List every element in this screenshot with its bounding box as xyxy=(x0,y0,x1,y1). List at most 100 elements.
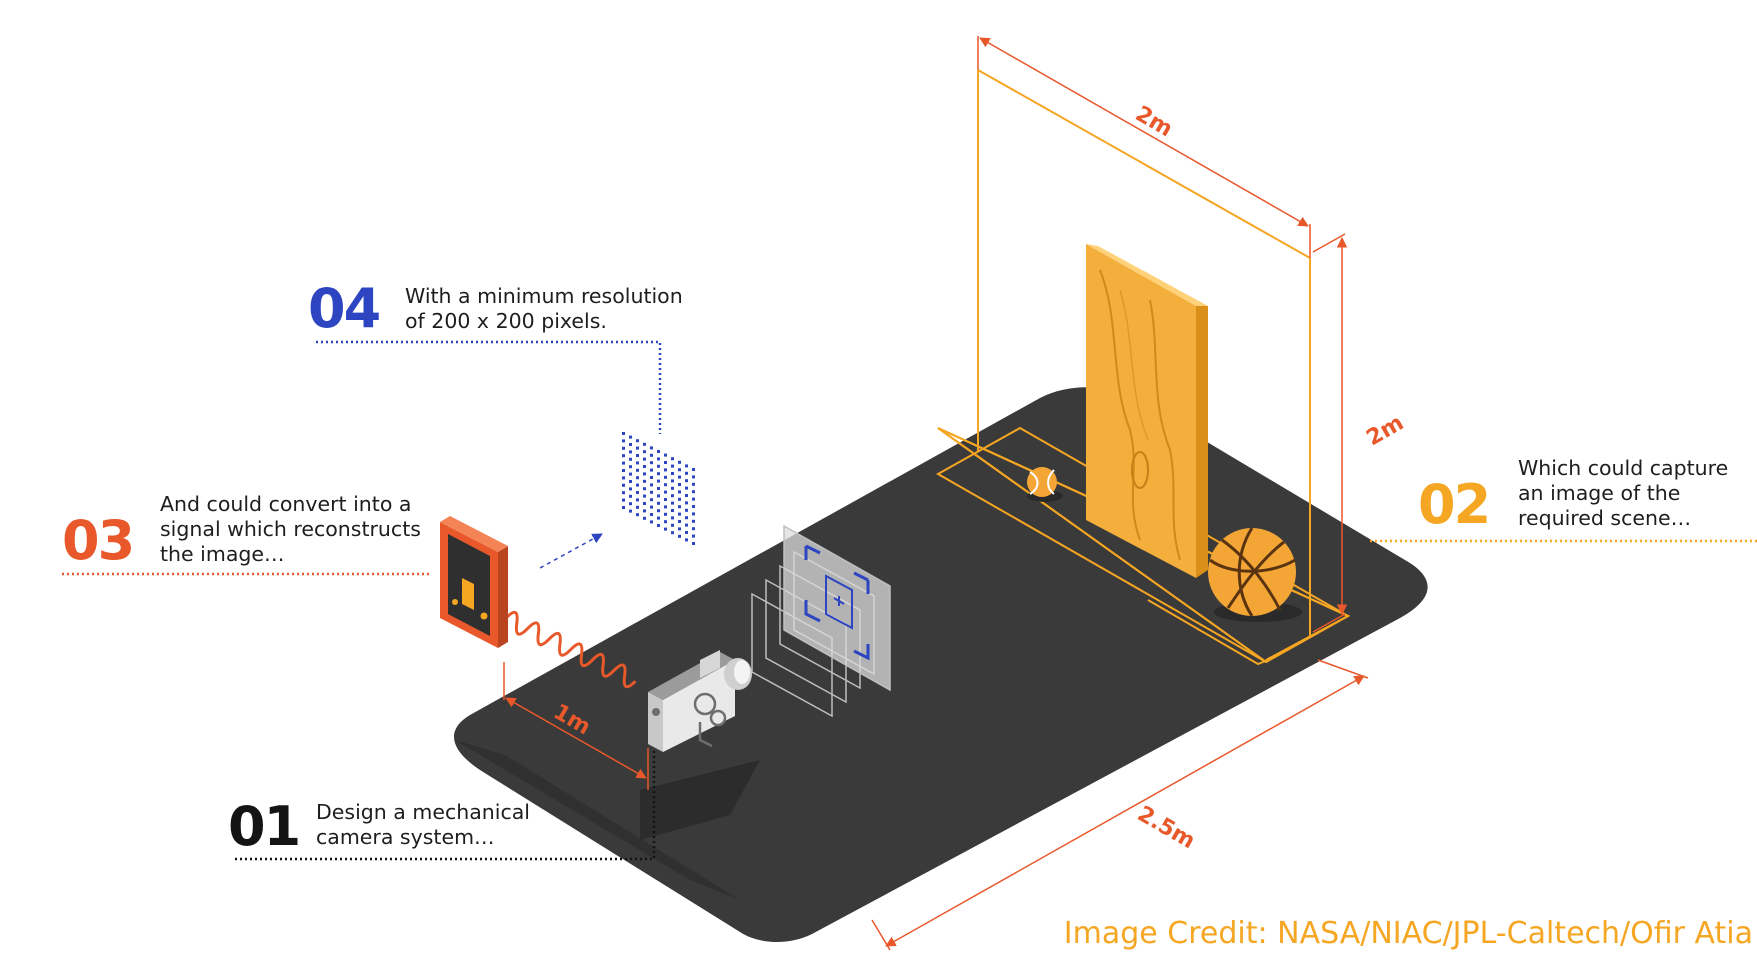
pixel-dot xyxy=(664,512,667,516)
pixel-dot xyxy=(678,497,681,501)
pixel-dot xyxy=(664,498,667,501)
leader-line-01 xyxy=(235,750,656,861)
step-03-number: 03 xyxy=(62,509,135,572)
pixel-dot xyxy=(692,482,695,486)
pixel-dot xyxy=(664,461,667,464)
pixel-dot xyxy=(671,509,674,512)
pixel-dot xyxy=(622,483,625,487)
pixel-dot xyxy=(692,490,695,494)
pixel-dot xyxy=(692,519,695,523)
pixel-dot xyxy=(650,490,653,494)
pixel-dot xyxy=(685,494,688,497)
pixel-dot xyxy=(678,520,681,523)
pixel-dot xyxy=(685,538,688,542)
display-monitor-icon xyxy=(440,516,508,648)
pixel-dot xyxy=(636,468,639,472)
pixel-dot xyxy=(629,443,632,446)
pixel-dot xyxy=(678,534,681,538)
pixel-dot xyxy=(629,509,632,513)
pixel-dot xyxy=(650,453,653,457)
basketball-icon xyxy=(1208,527,1302,622)
pixel-dot xyxy=(622,446,625,450)
pixel-dot xyxy=(657,516,660,520)
pixel-dot xyxy=(643,494,646,498)
pixel-dot xyxy=(650,476,653,479)
mechanical-camera-icon xyxy=(648,650,752,752)
pixel-dot xyxy=(622,439,625,443)
pixel-dot xyxy=(678,475,681,479)
pixel-dot xyxy=(657,464,660,468)
pixel-dot xyxy=(671,486,674,490)
pixel-dot xyxy=(629,494,632,498)
pixel-dot xyxy=(678,483,681,486)
pixel-dot xyxy=(643,450,646,454)
step-01-caption: Design a mechanical camera system… xyxy=(316,800,530,849)
pixel-dot xyxy=(671,523,674,527)
pixel-dot xyxy=(664,475,667,479)
pixel-dot xyxy=(685,464,688,468)
pixel-dot xyxy=(636,491,639,494)
pixel-dot xyxy=(678,505,681,509)
pixel-dot xyxy=(678,490,681,494)
pixel-dot xyxy=(650,513,653,516)
pixel-dot xyxy=(650,520,653,524)
pixel-dot xyxy=(678,460,681,464)
pixel-dot xyxy=(643,472,646,476)
pixel-dot xyxy=(692,468,695,471)
pixel-dot xyxy=(636,498,639,502)
pixel-dot xyxy=(643,442,646,446)
pixel-dot xyxy=(629,502,632,506)
image-credit: Image Credit: NASA/NIAC/JPL-Caltech/Ofir… xyxy=(1063,916,1753,951)
pixel-dot xyxy=(643,465,646,468)
pixel-dot xyxy=(643,516,646,520)
pixel-dot xyxy=(629,480,632,483)
pixel-dot xyxy=(692,475,695,479)
pixel-dot xyxy=(692,542,695,545)
pixel-dot xyxy=(664,527,667,531)
step-03-caption: And could convert into a signal which re… xyxy=(160,492,421,566)
pixel-dot xyxy=(685,479,688,483)
pixel-dot xyxy=(657,479,660,483)
pixel-dot xyxy=(636,476,639,480)
pixel-dot xyxy=(650,468,653,472)
pixel-dot xyxy=(685,531,688,534)
pixel-dot xyxy=(671,472,674,475)
pixel-dot xyxy=(629,435,632,439)
pixel-dot xyxy=(664,520,667,524)
pixel-dot xyxy=(657,524,660,527)
pixel-dot xyxy=(657,501,660,505)
pixel-dot xyxy=(678,468,681,472)
pixel-dot xyxy=(636,446,639,450)
step-02-number: 02 xyxy=(1418,473,1491,536)
pixel-arrow xyxy=(539,533,603,569)
pixel-dot xyxy=(657,472,660,476)
pixel-dot xyxy=(657,494,660,498)
dimension-width-label: 2m xyxy=(1131,102,1177,143)
dimension-depth xyxy=(503,662,649,790)
step-04-caption: With a minimum resolution of 200 x 200 p… xyxy=(405,284,683,333)
pixel-dot xyxy=(692,505,695,508)
pixel-dot xyxy=(657,457,660,461)
dimension-length xyxy=(871,659,1369,951)
pixel-dot xyxy=(643,509,646,513)
pixel-dot xyxy=(692,527,695,531)
step-01-number: 01 xyxy=(228,795,301,858)
pixel-dot xyxy=(685,486,688,490)
pixel-dot xyxy=(685,523,688,527)
pixel-dot xyxy=(664,468,667,472)
pixel-dot xyxy=(629,465,632,469)
pixel-dot xyxy=(657,509,660,513)
pixel-dot xyxy=(678,512,681,516)
pixel-dot xyxy=(685,516,688,520)
pixel-dot xyxy=(629,487,632,491)
pixel-dot xyxy=(650,498,653,502)
pixel-dot xyxy=(678,527,681,531)
pixel-dot xyxy=(622,491,625,495)
dimension-height xyxy=(1312,233,1348,633)
pixel-dot xyxy=(629,450,632,454)
pixel-dot xyxy=(650,483,653,487)
pixel-dot xyxy=(622,432,625,435)
pixel-dot xyxy=(685,471,688,475)
